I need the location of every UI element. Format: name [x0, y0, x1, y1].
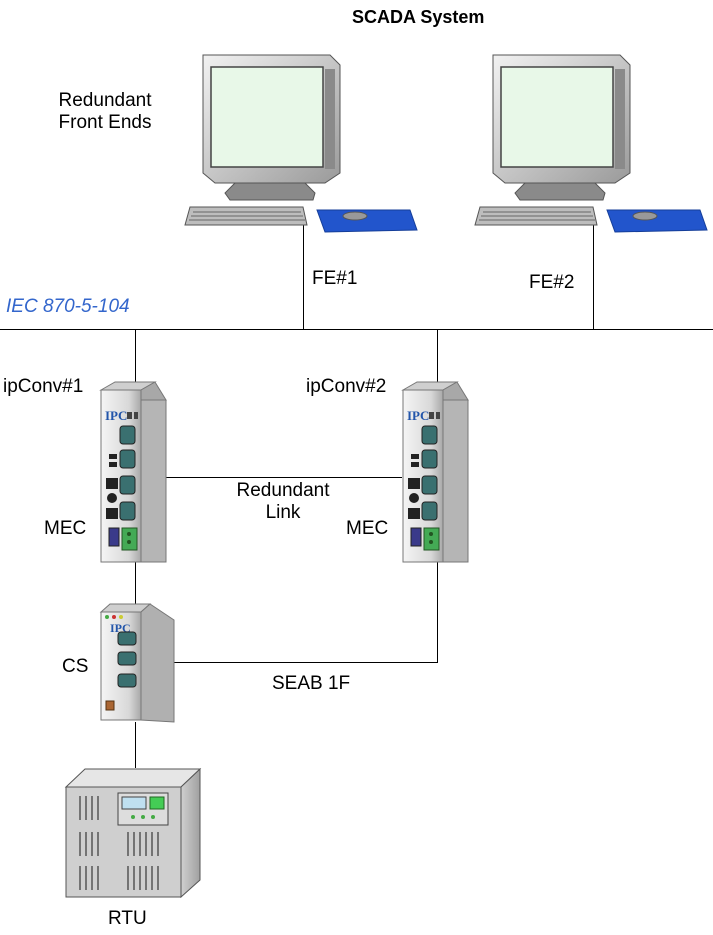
link-label-line2: Link [265, 502, 301, 523]
front-ends-label: Redundant Front Ends [46, 90, 164, 134]
link-label-line1: Redundant [236, 480, 330, 501]
cs-label: CS [62, 656, 89, 677]
fe2-label: FE#2 [529, 272, 575, 293]
front-ends-label-line1: Redundant [58, 90, 152, 111]
front-ends-label-line2: Front Ends [58, 112, 152, 133]
connection-lines [0, 225, 713, 768]
cs-device-icon: IPC [99, 603, 175, 723]
computer-fe1-icon [184, 54, 418, 233]
rtu-label: RTU [108, 908, 147, 929]
ipconv1-label: ipConv#1 [3, 376, 84, 397]
ipconv1-device-icon [100, 381, 167, 563]
protocol-label: IEC 870-5-104 [6, 296, 130, 317]
mec1-label: MEC [44, 518, 87, 539]
computer-fe2-icon [474, 54, 708, 233]
rtu-cabinet-icon [64, 767, 202, 899]
fe1-label: FE#1 [312, 268, 358, 289]
mec2-label: MEC [346, 518, 389, 539]
redundant-link-label: Redundant Link [220, 480, 346, 524]
diagram-title: SCADA System [352, 7, 485, 27]
ipconv2-label: ipConv#2 [306, 376, 387, 397]
seab-label: SEAB 1F [272, 673, 351, 694]
ipconv2-device-icon [402, 381, 469, 563]
seab-line [174, 562, 438, 663]
